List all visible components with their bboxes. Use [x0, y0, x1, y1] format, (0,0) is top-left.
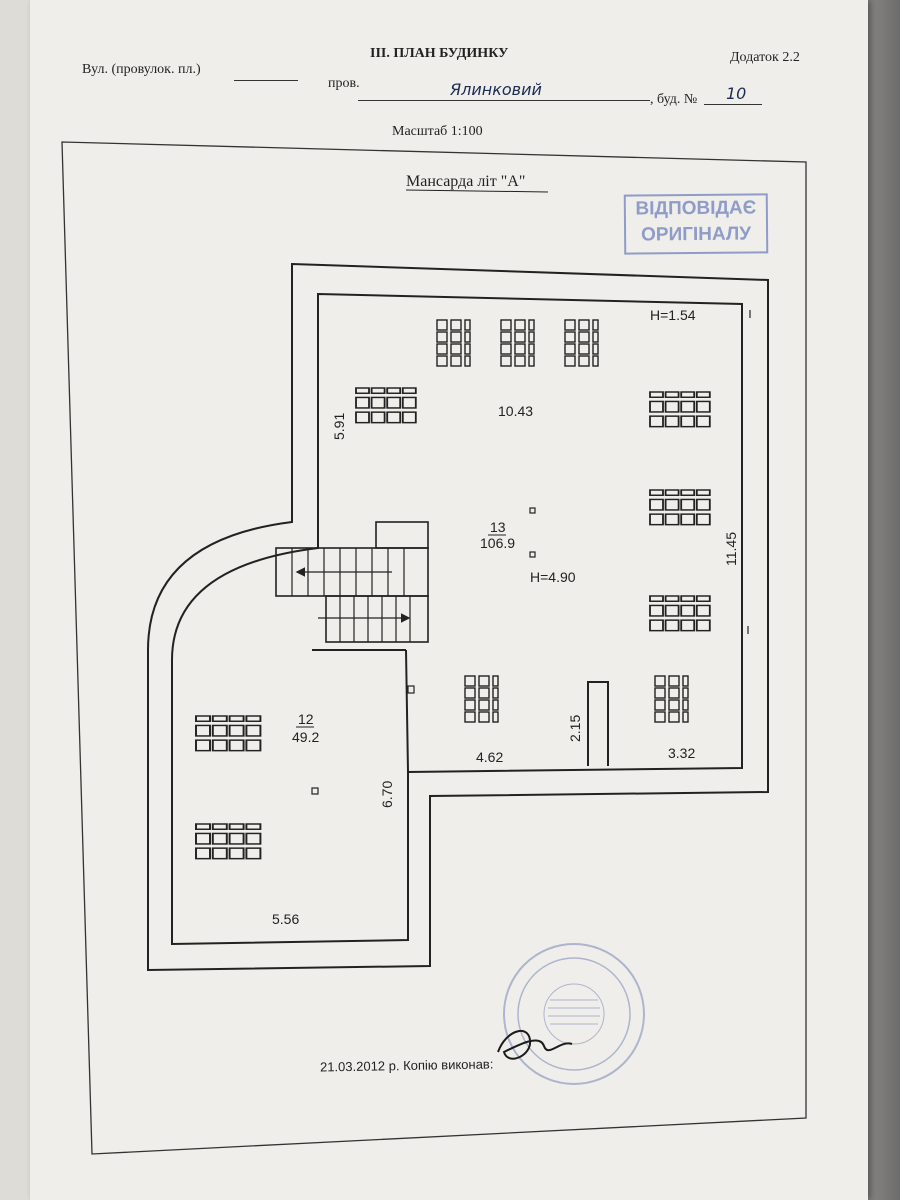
- dim-room12-height: 6.70: [379, 781, 395, 808]
- room-12-number: 12: [298, 711, 314, 727]
- lane-underline: [358, 100, 650, 101]
- dim-column-height: 2.15: [567, 715, 583, 742]
- footer-copy-note: 21.03.2012 р. Копію виконав:: [319, 1056, 494, 1075]
- room-13-number: 13: [490, 519, 506, 535]
- dim-top-width: 10.43: [498, 403, 533, 419]
- round-seal: [503, 943, 645, 1085]
- building-label: , буд. №: [650, 92, 698, 107]
- drawing-frame: [61, 141, 807, 1155]
- dim-bottom-mid: 4.62: [476, 749, 503, 765]
- lane-prefix: пров.: [328, 76, 360, 91]
- document-sheet: [30, 0, 868, 1200]
- lane-name: Ялинковий: [450, 80, 542, 99]
- document-title: ІІІ. ПЛАН БУДИНКУ: [370, 46, 509, 61]
- room-13-area: 106.9: [480, 535, 515, 551]
- outer-wall: [147, 262, 769, 972]
- dim-room12-width: 5.56: [272, 911, 299, 927]
- appendix-label: Додаток 2.2: [730, 50, 800, 65]
- plan-title: Мансарда літ "А": [406, 173, 525, 190]
- street-label: Вул. (провулок. пл.): [82, 62, 201, 77]
- dim-bottom-right: 3.32: [668, 745, 695, 761]
- signature: [497, 1029, 573, 1060]
- height-note: H=1.54: [650, 307, 696, 323]
- dim-left-height: 5.91: [331, 413, 347, 440]
- street-underline: [234, 80, 298, 81]
- room-13-height: H=4.90: [530, 569, 576, 585]
- building-underline: [704, 104, 762, 105]
- dim-right-height: 11.45: [723, 532, 739, 566]
- scale-label: Масштаб 1:100: [392, 124, 483, 139]
- room-12-area: 49.2: [292, 729, 319, 745]
- building-number: 10: [726, 84, 747, 103]
- inner-wall: [171, 292, 743, 946]
